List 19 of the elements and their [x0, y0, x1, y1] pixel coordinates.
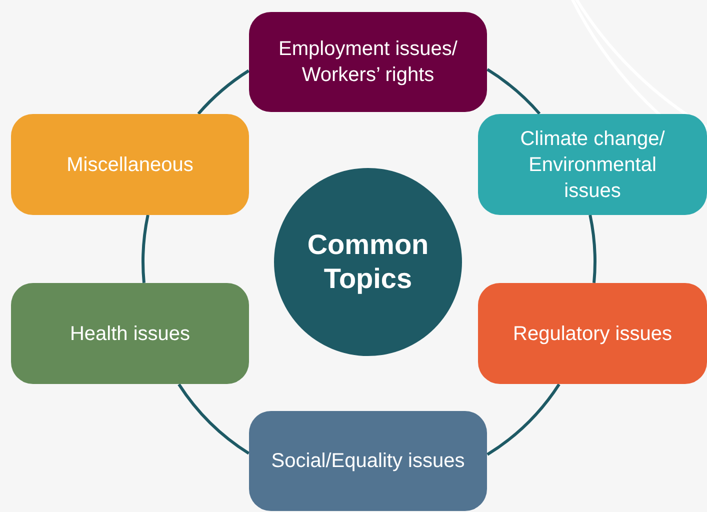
topic-box	[11, 114, 249, 215]
ring-connector	[588, 214, 596, 283]
topic-label: Climate change/ Environmental issues	[519, 126, 666, 204]
topic-label: Social/Equality issues	[271, 449, 465, 474]
ring-connector	[197, 69, 250, 115]
topic-label: Regulatory issues	[513, 322, 672, 346]
center-title: Common Topics	[306, 228, 430, 296]
topic-label: Miscellaneous	[66, 152, 194, 178]
topic-label: Health issues	[70, 322, 190, 346]
topic-box	[11, 283, 249, 384]
ring-connector	[486, 68, 541, 115]
topic-box	[249, 12, 487, 112]
ring-connector	[142, 214, 150, 283]
topic-label: Employment issues/ Workers’ rights	[278, 37, 458, 88]
topic-box	[478, 283, 707, 384]
ring-connector	[486, 383, 560, 456]
topic-box	[478, 114, 707, 215]
topic-box	[249, 411, 487, 511]
ring-connector	[178, 383, 250, 455]
